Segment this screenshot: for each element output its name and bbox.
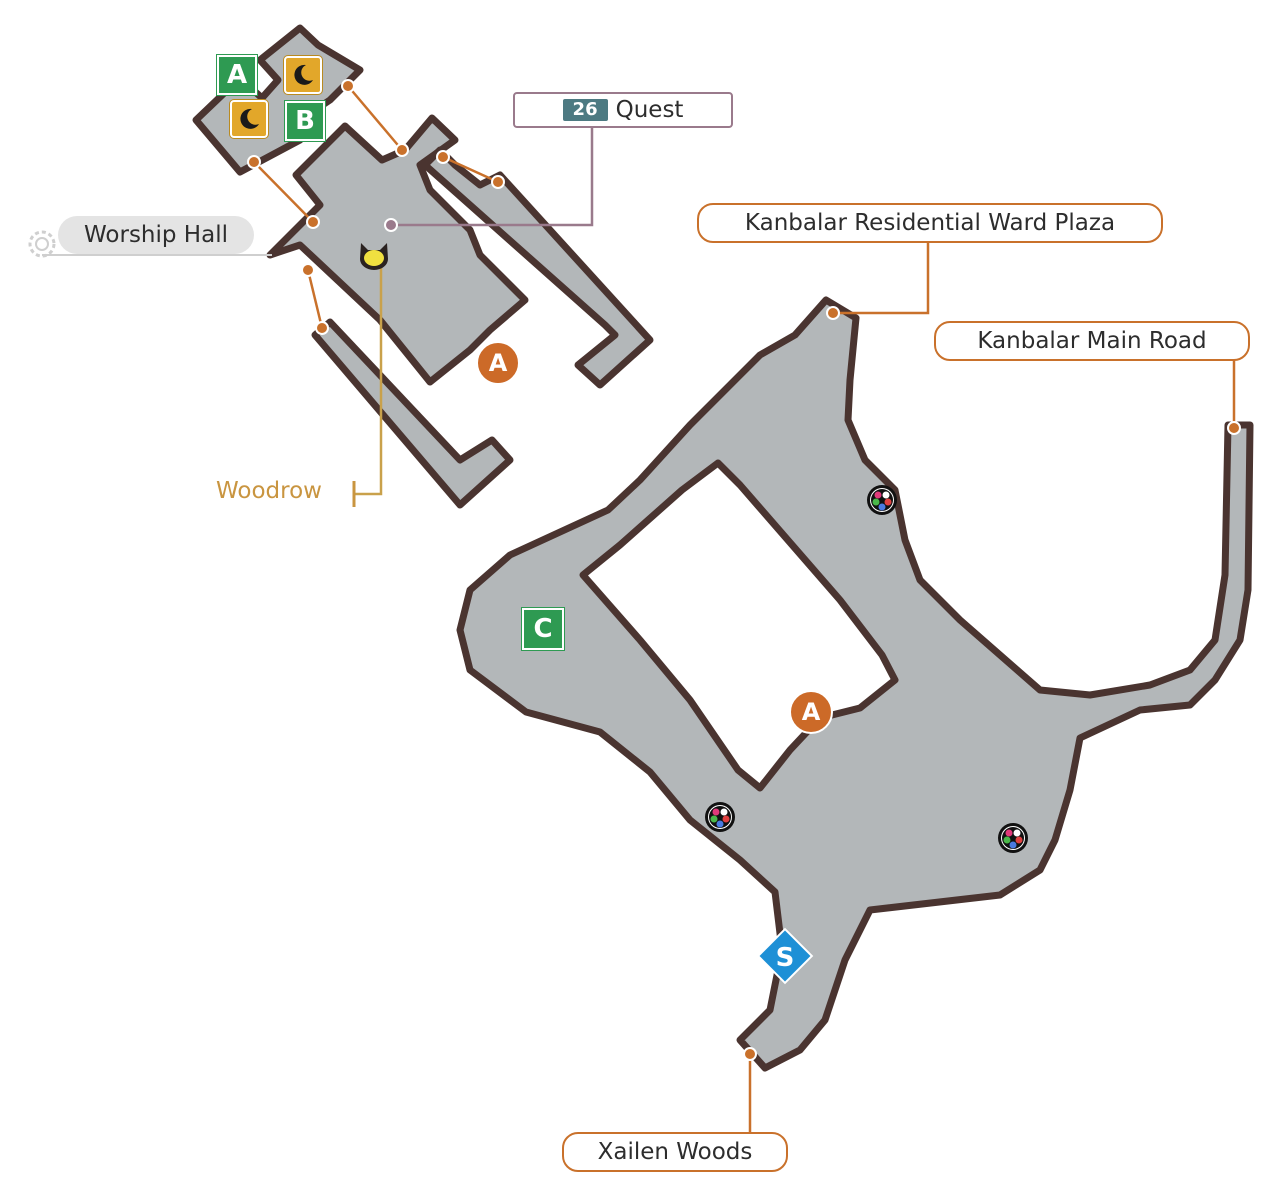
woodrow-line (354, 262, 383, 496)
material-spot-icon[interactable] (998, 823, 1028, 853)
connector (347, 85, 403, 151)
quest-text: Quest (615, 97, 684, 123)
quest-number-badge: 26 (562, 99, 608, 121)
material-spot-icon[interactable] (705, 802, 735, 832)
marker-green-a[interactable]: A (217, 55, 257, 95)
connector (306, 269, 324, 329)
worship-hall-floor (266, 114, 529, 386)
marker-green-c[interactable]: C (522, 608, 564, 650)
connector-dot (301, 263, 315, 277)
connector-dot (315, 321, 329, 335)
moon-icon[interactable] (284, 56, 322, 94)
marker-green-b[interactable]: B (285, 101, 325, 141)
quest-line (391, 128, 594, 227)
connector-dot (436, 150, 450, 164)
gear-icon (28, 230, 56, 258)
connector (253, 161, 314, 223)
start-marker-label: S (776, 943, 795, 973)
cat-icon[interactable] (360, 243, 388, 270)
moon-icon[interactable] (230, 100, 268, 138)
quest-label[interactable]: 26 Quest (513, 92, 733, 128)
connector-dot (341, 79, 355, 93)
exit-dot-residential (826, 306, 840, 320)
exit-label-xailen-woods[interactable]: Xailen Woods (562, 1132, 788, 1172)
npc-label-woodrow[interactable]: Woodrow (216, 478, 322, 504)
quest-dot (384, 218, 398, 232)
connector-dot (306, 215, 320, 229)
connector-dot (395, 143, 409, 157)
exit-dot-xailen (743, 1047, 757, 1061)
exit-dot-main-road (1227, 421, 1241, 435)
marker-orange-a-lower[interactable]: A (789, 690, 833, 734)
worship-hall-label[interactable]: Worship Hall (58, 216, 254, 254)
exit-label-main-road[interactable]: Kanbalar Main Road (934, 321, 1250, 361)
connector-dot (491, 175, 505, 189)
start-marker[interactable] (756, 927, 814, 985)
connector (442, 155, 499, 184)
corridor-south (311, 318, 514, 509)
exit-line-residential (833, 243, 930, 315)
exit-label-residential-ward-plaza[interactable]: Kanbalar Residential Ward Plaza (697, 203, 1163, 243)
connector-dot (247, 155, 261, 169)
marker-orange-a-upper[interactable]: A (476, 341, 520, 385)
material-spot-icon[interactable] (867, 485, 897, 515)
